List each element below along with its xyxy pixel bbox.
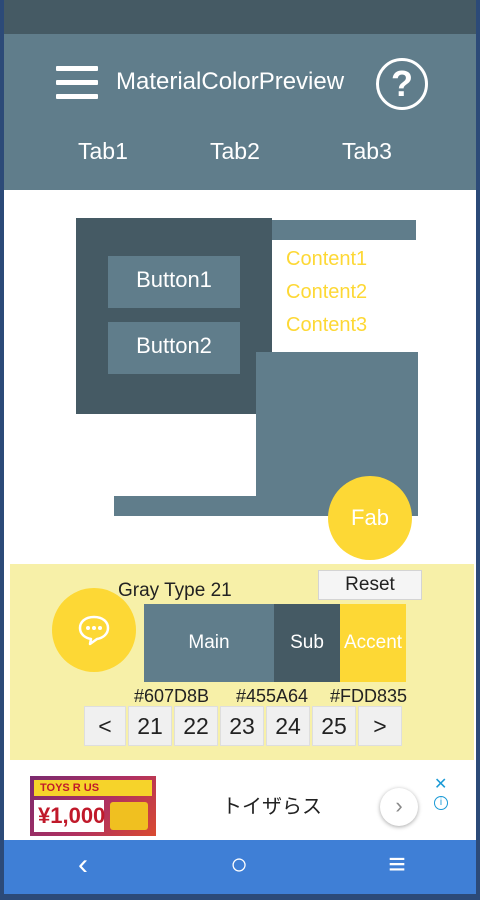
page-23-button[interactable]: 23	[220, 706, 264, 746]
app-bar: MaterialColorPreview ? Tab1 Tab2 Tab3	[4, 34, 476, 190]
content-text-3: Content3	[286, 314, 368, 336]
nav-back-icon[interactable]: ‹	[78, 848, 88, 881]
ad-image[interactable]: TOYS R US ¥1,000	[30, 776, 156, 836]
ad-banner[interactable]: TOYS R US ¥1,000 トイザらス › ✕ i	[30, 774, 452, 836]
page-24-button[interactable]: 24	[266, 706, 310, 746]
chat-bubble-icon[interactable]	[52, 588, 136, 672]
top-strip	[272, 220, 416, 240]
ad-close-icon[interactable]: ✕	[434, 776, 448, 793]
accent-hex: #FDD835	[330, 686, 408, 706]
main-hex: #607D8B	[134, 686, 210, 706]
preview-content: Button1 Button2 Content1 Content2 Conten…	[4, 190, 476, 840]
ad-price: ¥1,000	[34, 800, 105, 832]
page-22-button[interactable]: 22	[174, 706, 218, 746]
content-text-1: Content1	[286, 248, 368, 270]
palette-panel: Gray Type 21 Reset Main Sub Accent #607D…	[10, 564, 474, 760]
ad-title[interactable]: トイザらス	[222, 796, 322, 818]
next-page-button[interactable]: >	[358, 706, 402, 746]
ad-brand-logo: TOYS R US	[34, 780, 152, 796]
button-1[interactable]: Button1	[108, 256, 240, 308]
content-text-2: Content2	[286, 281, 368, 303]
page-25-button[interactable]: 25	[312, 706, 356, 746]
reset-button[interactable]: Reset	[318, 570, 422, 600]
page-21-button[interactable]: 21	[128, 706, 172, 746]
nav-menu-icon[interactable]: ≡	[388, 848, 406, 881]
color-type-label: Gray Type 21	[118, 580, 232, 601]
help-circle-icon[interactable]: ?	[376, 58, 428, 110]
sub-hex: #455A64	[236, 686, 309, 706]
main-swatch[interactable]: Main	[144, 604, 274, 682]
tab-3[interactable]: Tab3	[342, 138, 392, 164]
tab-1[interactable]: Tab1	[78, 138, 128, 164]
system-nav-bar: ‹ ○ ≡	[4, 840, 476, 894]
fab-button[interactable]: Fab	[328, 476, 412, 560]
ad-info-icon[interactable]: i	[434, 796, 448, 810]
hamburger-menu-icon[interactable]	[56, 66, 98, 100]
tab-2[interactable]: Tab2	[210, 138, 260, 164]
accent-swatch[interactable]: Accent	[340, 604, 406, 682]
dark-card: Button1 Button2	[76, 218, 272, 414]
ad-arrow-icon[interactable]: ›	[380, 788, 418, 826]
nav-home-icon[interactable]: ○	[229, 848, 249, 881]
ad-prize-graphic	[110, 802, 148, 830]
sub-swatch[interactable]: Sub	[274, 604, 340, 682]
app-title: MaterialColorPreview	[116, 68, 345, 95]
button-2[interactable]: Button2	[108, 322, 240, 374]
status-bar	[4, 0, 476, 34]
prev-page-button[interactable]: <	[84, 706, 126, 746]
